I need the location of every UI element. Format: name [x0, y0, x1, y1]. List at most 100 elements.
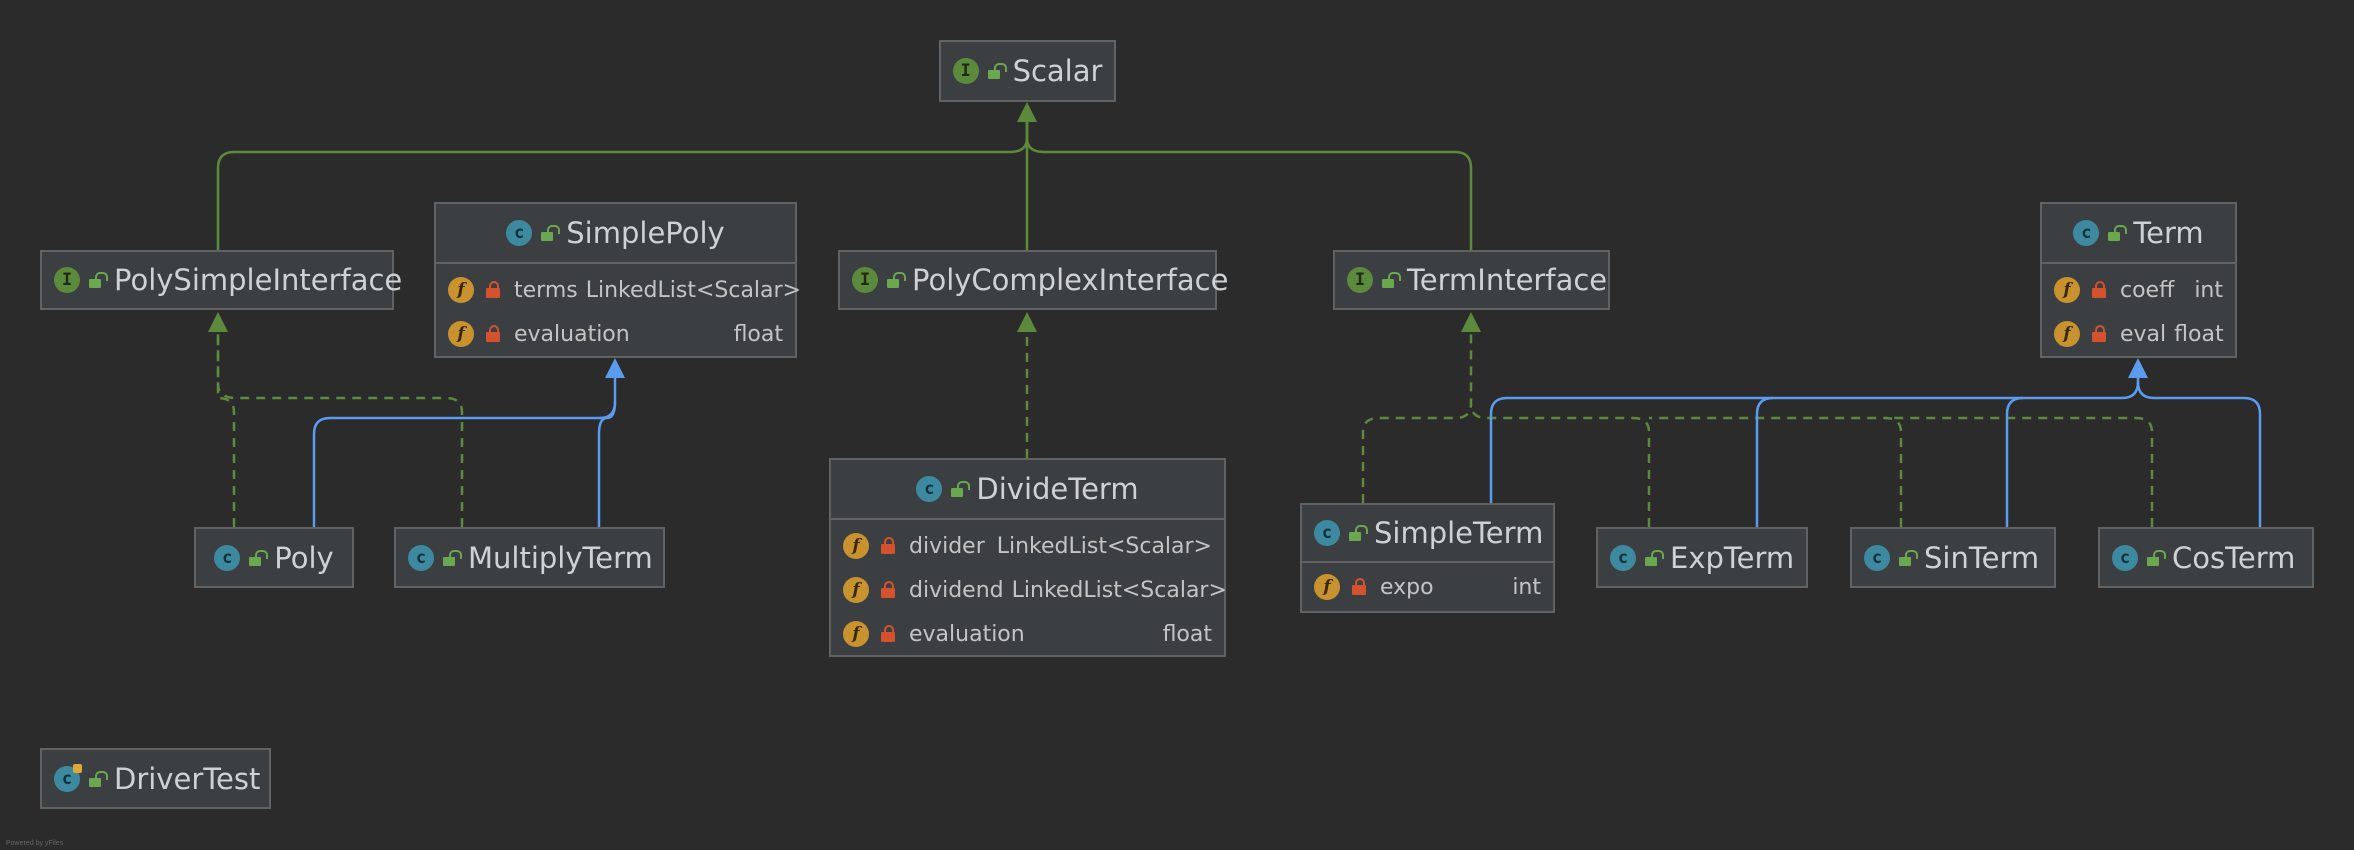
node-name: SimplePoly	[566, 216, 725, 250]
field-row[interactable]: f terms LinkedList<Scalar>	[436, 268, 801, 312]
field-type: int	[1512, 574, 1541, 600]
field-type: float	[2174, 321, 2224, 347]
field-name: dividend	[909, 577, 1004, 603]
field-name: coeff	[2120, 277, 2175, 303]
edge-sinterm-term	[2005, 396, 2024, 527]
test-class-icon: c	[54, 763, 82, 792]
field-icon: f	[2054, 321, 2080, 347]
public-visibility-icon	[1898, 549, 1918, 567]
footer-note: Powered by yFiles	[6, 840, 64, 847]
edge-terminterface-scalar	[1025, 116, 1473, 250]
interface-icon: I	[1347, 267, 1373, 293]
arrow-scalar	[1017, 102, 1037, 122]
edge-simpleterm-terminterface	[1361, 330, 1473, 503]
arrow-terminterface	[1461, 312, 1481, 332]
node-multiplyterm[interactable]: c MultiplyTerm	[394, 527, 665, 588]
node-costerm[interactable]: c CosTerm	[2098, 527, 2314, 588]
field-row[interactable]: f evaluation float	[831, 612, 1224, 656]
class-icon: c	[916, 476, 943, 502]
field-row[interactable]: f coeff int	[2042, 268, 2235, 312]
node-name: MultiplyTerm	[468, 540, 653, 575]
interface-icon: I	[54, 267, 80, 293]
field-name: expo	[1380, 574, 1434, 600]
node-divideterm[interactable]: c DivideTerm f divider LinkedList<Scalar…	[829, 458, 1227, 660]
field-name: evaluation	[514, 321, 630, 347]
arrow-simplepoly	[605, 358, 625, 378]
edge-poly-polysimpleinterface	[216, 330, 236, 527]
node-terminterface[interactable]: I TermInterface	[1333, 250, 1610, 310]
field-row[interactable]: f divider LinkedList<Scalar>	[831, 524, 1224, 568]
field-name: divider	[909, 533, 985, 559]
class-icon: c	[408, 544, 434, 571]
node-name: PolySimpleInterface	[114, 263, 403, 297]
node-name: SimpleTerm	[1374, 516, 1544, 550]
node-expterm[interactable]: c ExpTerm	[1596, 527, 1808, 588]
node-name: TermInterface	[1407, 263, 1608, 297]
private-lock-icon	[486, 325, 502, 343]
node-name: CosTerm	[2172, 540, 2296, 575]
node-name: Term	[2133, 216, 2204, 250]
field-name: evaluation	[909, 621, 1025, 647]
node-simpleterm[interactable]: c SimpleTerm f expo int	[1300, 503, 1555, 613]
field-list: f divider LinkedList<Scalar> f dividend …	[831, 520, 1227, 660]
field-name: eval	[2120, 321, 2167, 347]
public-visibility-icon	[1644, 549, 1664, 567]
private-lock-icon	[2092, 281, 2108, 299]
edge-expterm-term	[1755, 396, 1774, 527]
field-type: LinkedList<Scalar>	[585, 277, 801, 303]
class-icon: c	[506, 220, 533, 246]
class-icon: c	[1610, 544, 1636, 571]
node-name: ExpTerm	[1670, 540, 1795, 575]
field-type: LinkedList<Scalar>	[996, 533, 1212, 559]
interface-icon: I	[952, 58, 979, 84]
node-scalar[interactable]: I Scalar	[939, 40, 1116, 102]
field-icon: f	[843, 621, 869, 647]
node-sinterm[interactable]: c SinTerm	[1850, 527, 2056, 588]
public-visibility-icon	[1348, 524, 1368, 542]
class-icon: c	[214, 544, 241, 571]
node-drivertest[interactable]: c DriverTest	[40, 748, 271, 809]
field-icon: f	[843, 533, 869, 559]
arrow-term	[2128, 358, 2148, 378]
edge-costerm-terminterface	[1885, 416, 2154, 527]
private-lock-icon	[881, 581, 897, 599]
public-visibility-icon	[248, 549, 269, 567]
node-poly[interactable]: c Poly	[194, 527, 354, 588]
field-list: f expo int	[1302, 563, 1553, 611]
public-visibility-icon	[987, 62, 1007, 80]
field-icon: f	[843, 577, 869, 603]
public-visibility-icon	[1381, 271, 1401, 289]
class-icon: c	[1864, 544, 1890, 571]
private-lock-icon	[2092, 325, 2108, 343]
public-visibility-icon	[88, 770, 108, 788]
node-name: DriverTest	[114, 761, 261, 796]
field-icon: f	[448, 277, 474, 303]
field-row[interactable]: f expo int	[1302, 565, 1553, 609]
edge-simpleterm-term	[1489, 374, 2140, 503]
private-lock-icon	[1352, 578, 1368, 596]
arrow-polysimpleinterface	[208, 312, 228, 332]
interface-icon: I	[852, 267, 878, 293]
field-name: terms	[514, 277, 578, 303]
node-name: DivideTerm	[976, 472, 1139, 506]
node-name: Scalar	[1012, 54, 1103, 88]
field-row[interactable]: f eval float	[2042, 312, 2235, 356]
public-visibility-icon	[88, 271, 108, 289]
private-lock-icon	[881, 625, 897, 643]
edge-multiplyterm-simplepoly	[597, 401, 617, 527]
field-icon: f	[2054, 277, 2080, 303]
field-type: float	[733, 321, 783, 347]
node-polycomplexinterface[interactable]: I PolyComplexInterface	[838, 250, 1228, 310]
field-row[interactable]: f evaluation float	[436, 312, 795, 356]
public-visibility-icon	[2146, 549, 2166, 567]
node-name: PolyComplexInterface	[912, 263, 1229, 297]
node-name: Poly	[274, 540, 334, 575]
public-visibility-icon	[950, 480, 971, 498]
field-row[interactable]: f dividend LinkedList<Scalar>	[831, 568, 1227, 612]
public-visibility-icon	[540, 224, 561, 242]
node-polysimpleinterface[interactable]: I PolySimpleInterface	[40, 250, 402, 310]
node-simplepoly[interactable]: c SimplePoly f terms LinkedList<Scalar> …	[434, 202, 801, 358]
node-term[interactable]: c Term f coeff int f eval float	[2040, 202, 2237, 358]
node-name: SinTerm	[1924, 540, 2040, 575]
